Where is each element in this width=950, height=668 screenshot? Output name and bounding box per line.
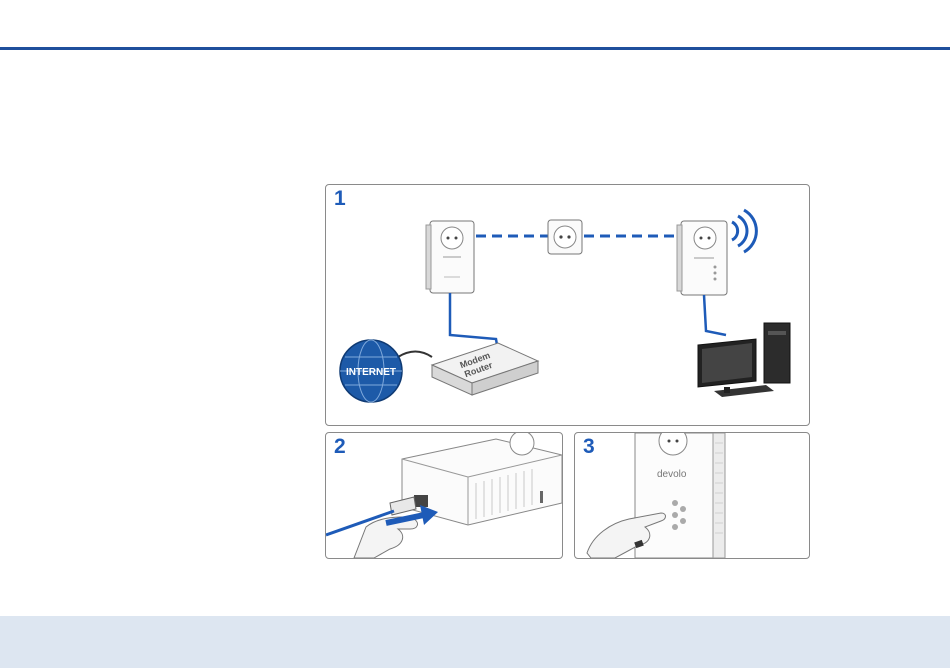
diagram-panel-1: 1 [325, 184, 810, 426]
diagram-panel-2: 2 [325, 432, 563, 559]
footer-band [0, 616, 950, 668]
diagram-panel-3: 3 devolo [574, 432, 810, 559]
internet-label: INTERNET [346, 367, 396, 378]
network-diagram: Modem Router INTERNET [326, 185, 809, 425]
wifi-signal-icon [732, 210, 756, 252]
press-button-illustration: devolo [575, 433, 809, 558]
ethernet-cable-router [450, 293, 498, 351]
internet-globe-icon: INTERNET [340, 340, 402, 402]
wall-socket-icon [548, 220, 582, 254]
powerline-adapter-left-icon [426, 221, 474, 293]
desktop-computer-icon [698, 323, 790, 397]
brand-label: devolo [657, 469, 687, 480]
powerline-adapter-right-icon [677, 221, 727, 295]
connect-cable-illustration [326, 433, 562, 558]
modem-router-icon: Modem Router [432, 343, 538, 395]
ethernet-cable-pc [704, 295, 726, 335]
header-rule [0, 47, 950, 50]
